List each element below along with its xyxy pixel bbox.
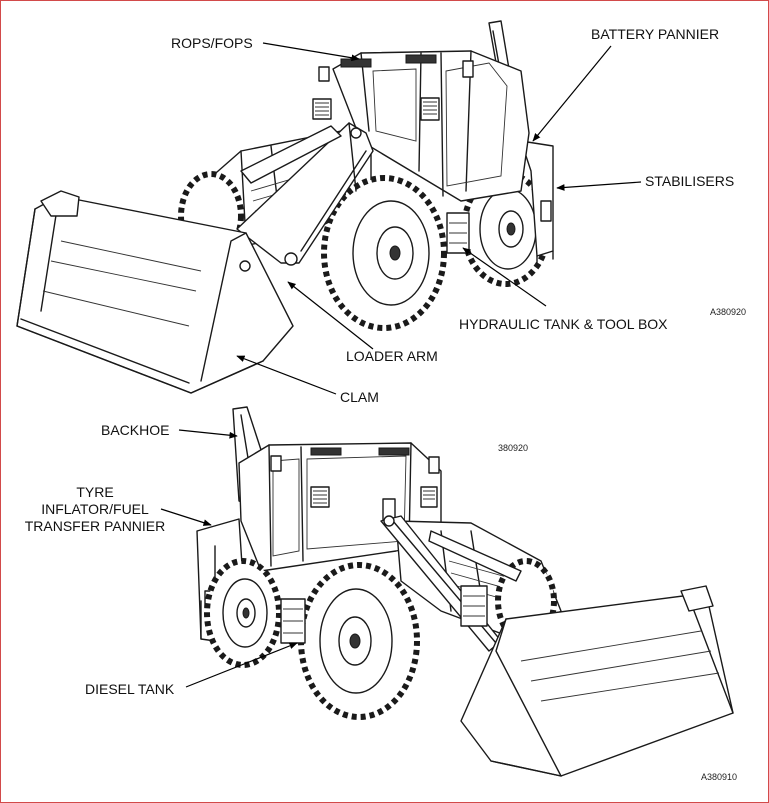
figure-ref-bottom: A380910 bbox=[701, 772, 738, 782]
label-loader-arm: LOADER ARM bbox=[346, 348, 438, 364]
label-tyre-line2: INFLATOR/FUEL bbox=[41, 501, 149, 517]
top-bucket bbox=[16, 190, 294, 394]
figure-ref-top: A380920 bbox=[710, 307, 747, 317]
figure-ref-middle: 380920 bbox=[498, 443, 529, 453]
bottom-vehicle bbox=[196, 406, 734, 777]
top-vehicle bbox=[16, 20, 554, 394]
label-tyre-line1: TYRE bbox=[76, 484, 114, 500]
bottom-rear-wheel bbox=[204, 558, 282, 668]
leader-lines bbox=[160, 42, 642, 688]
bottom-bucket bbox=[460, 585, 734, 777]
label-diesel-tank: DIESEL TANK bbox=[85, 681, 175, 697]
bottom-front-wheel bbox=[298, 562, 420, 720]
label-clam: CLAM bbox=[340, 389, 379, 405]
label-rops-fops: ROPS/FOPS bbox=[171, 35, 253, 51]
label-tyre-inflator-fuel-transfer-pannier: TYRE INFLATOR/FUEL TRANSFER PANNIER bbox=[19, 484, 171, 535]
label-stabilisers: STABILISERS bbox=[645, 173, 735, 189]
label-hydraulic-tank-tool-box: HYDRAULIC TANK & TOOL BOX bbox=[459, 316, 668, 332]
label-tyre-line3: TRANSFER PANNIER bbox=[24, 518, 166, 534]
top-front-wheel bbox=[321, 175, 447, 331]
label-backhoe: BACKHOE bbox=[101, 422, 170, 438]
label-battery-pannier: BATTERY PANNIER bbox=[591, 26, 720, 42]
